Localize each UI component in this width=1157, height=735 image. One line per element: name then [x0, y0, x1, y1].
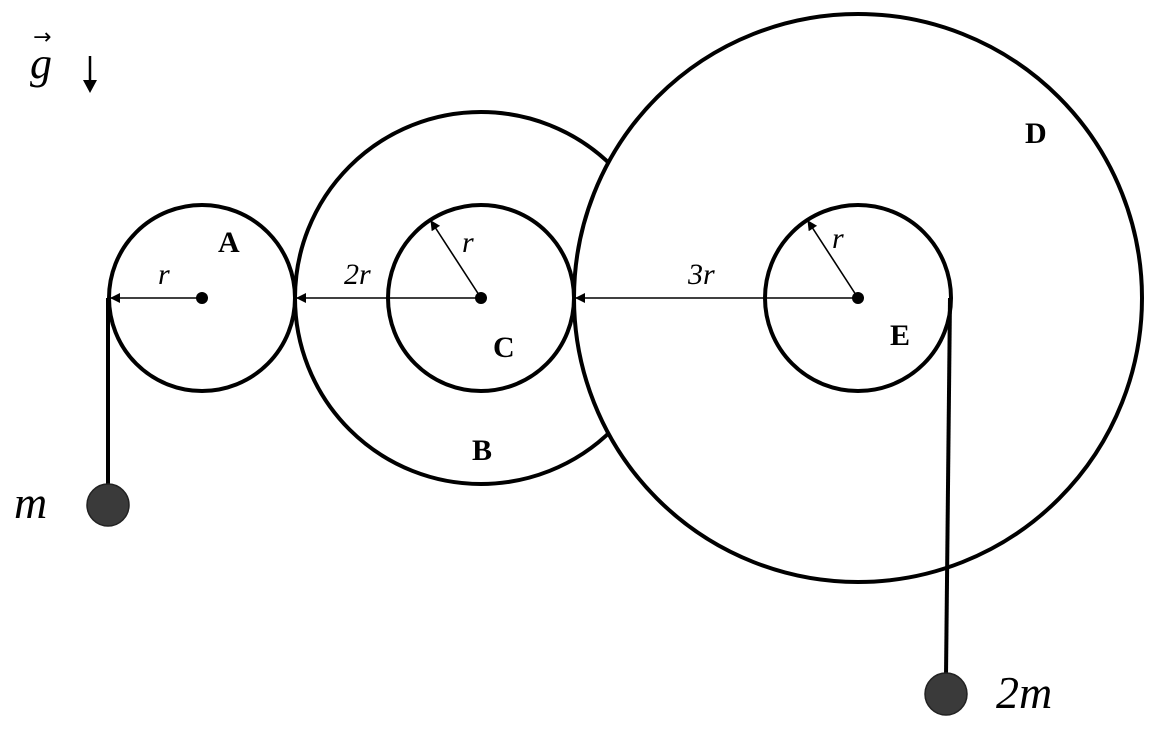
radius-label-c: r	[462, 226, 474, 259]
radius-label-e: r	[832, 222, 844, 255]
wheel-label-d: D	[1025, 117, 1047, 150]
wheel-label-b: B	[472, 434, 492, 467]
radius-arrow-e	[807, 220, 859, 299]
radius-label-d: 3r	[687, 258, 715, 291]
wheel-label-a: A	[218, 226, 240, 259]
radius-arrow-c	[430, 220, 482, 299]
radius-label-b: 2r	[344, 258, 371, 291]
vector-arrow: →	[33, 25, 51, 50]
mass-left	[86, 483, 130, 527]
mass-right	[924, 672, 968, 716]
gravity-indicator: g →	[30, 25, 97, 93]
wheel-label-c: C	[493, 331, 515, 364]
mass-right-label: 2m	[996, 667, 1052, 718]
gravity-symbol: g	[30, 39, 52, 88]
rope-right	[944, 297, 952, 677]
gravity-arrowhead	[83, 80, 97, 93]
wheel-label-e: E	[890, 319, 910, 352]
mass-left-label: m	[14, 477, 47, 528]
radius-label-a: r	[158, 258, 170, 291]
